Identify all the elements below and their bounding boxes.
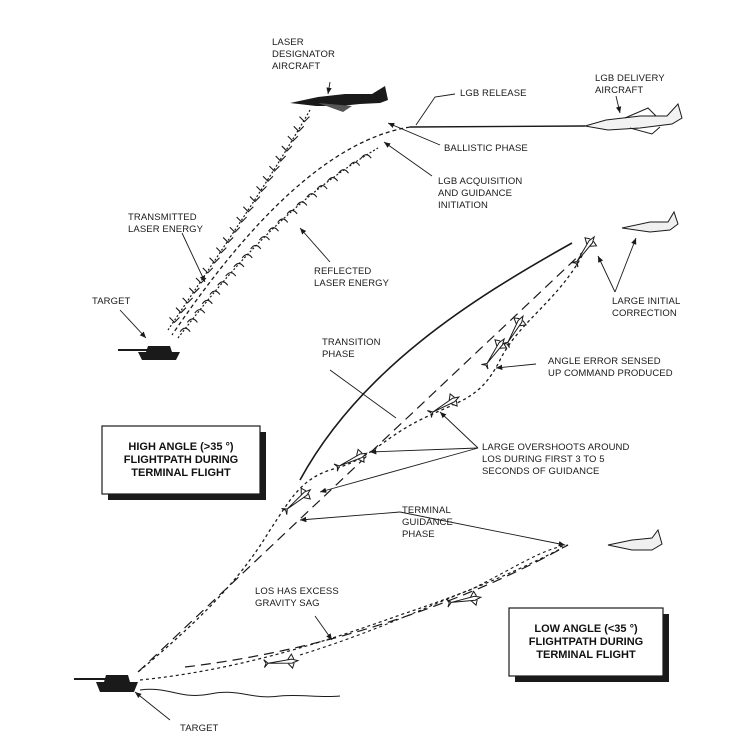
laser-energy-mark xyxy=(281,145,293,152)
low-angle-los xyxy=(184,544,569,668)
low-angle-flightpath xyxy=(139,544,569,681)
laser-energy-mark xyxy=(250,244,262,250)
label-transition-phase: TRANSITION PHASE xyxy=(322,337,381,360)
lgb-bomb-icon xyxy=(281,487,312,515)
laser-energy-mark xyxy=(299,116,310,123)
label-reflected-laser-energy: REFLECTED LASER ENERGY xyxy=(314,266,390,289)
laser-energy-mark xyxy=(194,309,206,314)
laser-energy-mark xyxy=(338,169,349,174)
laser-energy-mark xyxy=(215,247,227,254)
label-angle-error: ANGLE ERROR SENSED UP COMMAND PRODUCED xyxy=(548,356,673,379)
low-angle-box xyxy=(508,607,669,682)
label-terminal-guidance-phase: TERMINAL GUIDANCE PHASE xyxy=(402,505,453,540)
lgb-bomb-icon xyxy=(333,448,368,472)
label-ballistic-phase: BALLISTIC PHASE xyxy=(444,143,528,154)
label-lgb-acquisition: LGB ACQUISITION AND GUIDANCE INITIATION xyxy=(438,176,523,211)
label-large-initial-correction: LARGE INITIAL CORRECTION xyxy=(612,296,681,319)
laser-energy-mark xyxy=(225,272,237,277)
top-leader-lines xyxy=(119,81,622,339)
lgb-bomb-icon xyxy=(571,235,598,268)
laser-energy-mark xyxy=(360,154,372,159)
laser-energy-mark xyxy=(256,185,267,193)
high-angle-flightpath xyxy=(137,249,586,673)
reflected-laser-path xyxy=(177,147,379,339)
lgb-bomb-icon xyxy=(446,590,483,608)
laser-energy-mark xyxy=(201,299,213,305)
label-large-overshoots: LARGE OVERSHOOTS AROUND LOS DURING FIRST… xyxy=(482,442,630,477)
designator-aircraft-icon xyxy=(290,86,388,112)
laser-energy-mark xyxy=(169,317,180,324)
laser-energy-mark xyxy=(236,216,248,223)
laser-energy-mark xyxy=(188,287,200,294)
high-angle-box xyxy=(101,425,266,500)
initial-correction-aircraft-icon xyxy=(621,210,679,233)
laser-energy-mark xyxy=(217,281,229,286)
label-transmitted-laser-energy: TRANSMITTED LASER ENERGY xyxy=(128,212,204,235)
laser-energy-mark xyxy=(229,226,241,234)
lgb-bomb-icon xyxy=(502,314,527,348)
label-laser-designator-aircraft: LASER DESIGNATOR AIRCRAFT xyxy=(272,37,335,72)
laser-energy-mark xyxy=(242,206,254,213)
laser-energy-mark xyxy=(249,196,261,203)
laser-energy-mark xyxy=(306,193,318,198)
laser-energy-mark xyxy=(259,235,270,241)
laser-energy-mark xyxy=(275,155,287,162)
lgb-bomb-icon xyxy=(481,337,508,370)
laser-energy-mark xyxy=(182,297,194,304)
laser-energy-mark xyxy=(269,165,280,172)
reflected-laser-arcs xyxy=(179,154,372,333)
bottom-leader-lines xyxy=(134,237,637,721)
label-bottom-target: TARGET xyxy=(180,723,219,734)
laser-energy-mark xyxy=(209,257,220,264)
laser-energy-mark xyxy=(202,267,214,274)
laser-energy-mark xyxy=(179,327,191,333)
label-lgb-delivery-aircraft: LGB DELIVERY AIRCRAFT xyxy=(595,73,665,96)
laser-energy-mark xyxy=(327,176,339,182)
laser-energy-mark xyxy=(316,184,328,190)
label-los-gravity-sag: LOS HAS EXCESS GRAVITY SAG xyxy=(255,586,339,609)
lgb-bomb-icon xyxy=(427,393,461,418)
transmitted-laser-path xyxy=(167,109,311,331)
low-angle-box-label: LOW ANGLE (<35 °) FLIGHTPATH DURING TERM… xyxy=(528,623,644,661)
transition-phase-arc xyxy=(299,242,573,481)
laser-energy-mark xyxy=(222,237,234,244)
ground-line xyxy=(139,688,341,698)
top-target-tank-icon xyxy=(118,346,180,360)
lgb-bomb-icon xyxy=(263,653,300,670)
bottom-target-tank-icon xyxy=(74,675,138,692)
label-lgb-release: LGB RELEASE xyxy=(460,88,527,99)
low-angle-flightpath-upper xyxy=(299,544,569,656)
laser-energy-mark xyxy=(186,318,198,323)
laser-energy-mark xyxy=(293,125,305,133)
laser-energy-mark xyxy=(287,135,299,142)
laser-energy-mark xyxy=(268,227,279,232)
transmitted-laser-chevrons xyxy=(169,116,310,324)
high-angle-box-label: HIGH ANGLE (>35 °) FLIGHTPATH DURING TER… xyxy=(123,441,239,479)
lgb-trajectory xyxy=(171,125,586,336)
low-angle-entry-aircraft-icon xyxy=(607,528,663,551)
laser-energy-mark xyxy=(233,262,245,268)
delivery-aircraft-icon xyxy=(584,103,683,135)
laser-energy-mark xyxy=(262,175,274,182)
laser-energy-mark xyxy=(277,218,289,223)
laser-energy-mark xyxy=(296,201,308,206)
label-top-target: TARGET xyxy=(92,296,131,307)
laser-energy-mark xyxy=(349,161,361,166)
laser-energy-mark xyxy=(175,307,187,314)
lgb-bomb-glyphs xyxy=(263,235,598,670)
laser-energy-mark xyxy=(241,253,253,259)
laser-energy-mark xyxy=(286,209,298,215)
laser-energy-mark xyxy=(209,290,221,295)
